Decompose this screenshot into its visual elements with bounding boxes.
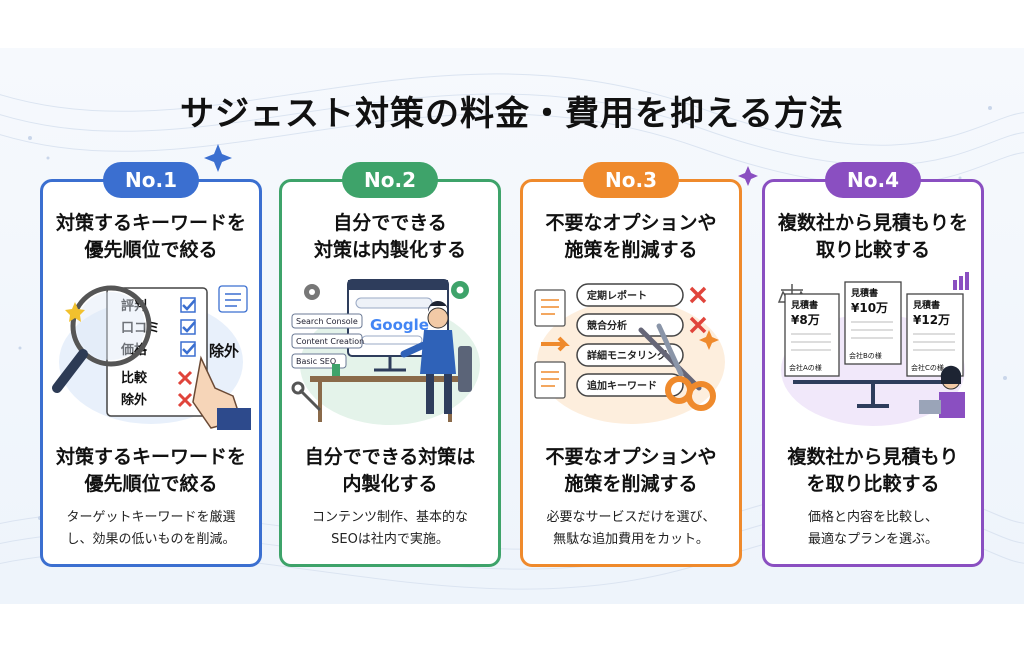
card-title-line: 複数社から見積もりを <box>777 212 968 234</box>
tool-tag: Content Creation <box>296 337 364 346</box>
gear-icon <box>304 284 320 300</box>
desc-line: 最適なプランを選ぶ。 <box>807 532 938 547</box>
subtitle-line: 優先順位で絞る <box>84 473 218 495</box>
tool-tag: Basic SEO <box>296 357 336 366</box>
desc-line: 価格と内容を比較し、 <box>807 510 938 525</box>
quote-head: 見積書 <box>790 299 818 311</box>
desc-line: ターゲットキーワードを厳選 <box>66 510 236 525</box>
quote-sheet-c: 見積書 ¥12万 会社Cの様 <box>906 293 964 377</box>
google-logo: Google <box>370 316 429 334</box>
wrench-icon <box>291 381 322 412</box>
card-description: コンテンツ制作、基本的な SEOは社内で実施。 <box>282 507 498 551</box>
quote-head: 見積書 <box>850 287 878 299</box>
card-subtitle: 不要なオプションや 施策を削減する <box>523 444 739 498</box>
card-3: No.3 不要なオプションや 施策を削減する 定期レポート 競合分析 詳細モニタ… <box>520 162 742 567</box>
desc-line: SEOは社内で実施。 <box>331 532 449 547</box>
document-icon <box>534 289 566 399</box>
card-description: 必要なサービスだけを選び、 無駄な追加費用をカット。 <box>523 507 739 551</box>
card-badge: No.1 <box>103 162 199 198</box>
quote-company: 会社Bの様 <box>849 351 882 360</box>
card-badge: No.2 <box>342 162 438 198</box>
card-description: ターゲットキーワードを厳選 し、効果の低いものを削減。 <box>43 507 259 551</box>
card-subtitle: 自分でできる対策は 内製化する <box>282 444 498 498</box>
item-label: 除外 <box>121 392 147 408</box>
keyword-checklist-illustration: 評判 口コミ 価格 比較 除外 除外 <box>52 285 251 430</box>
card-title-line: 施策を削減する <box>564 239 698 261</box>
page-title: サジェスト対策の料金・費用を抑える方法 <box>180 94 844 134</box>
quote-price: ¥10万 <box>851 301 888 315</box>
desk <box>310 376 460 382</box>
card-title-line: 対策は内製化する <box>313 239 466 261</box>
quote-comparison-illustration: 見積書 ¥8万 会社Aの様 見積書 ¥10万 会社Bの様 見積書 ¥12万 <box>777 272 969 426</box>
subtitle-line: 自分でできる対策は <box>304 446 476 468</box>
card-title-line: 優先順位で絞る <box>84 239 218 261</box>
option-item: 追加キーワード <box>587 379 657 392</box>
chair <box>458 346 472 392</box>
card-title: 不要なオプションや 施策を削減する <box>523 210 739 264</box>
card-title-line: 自分でできる <box>333 212 447 234</box>
cross-icon <box>689 286 707 334</box>
quote-price: ¥8万 <box>791 313 820 327</box>
card-2: No.2 自分でできる 対策は内製化する Google Search Conso… <box>279 162 501 567</box>
quote-price: ¥12万 <box>913 313 950 327</box>
hand-pointer-icon <box>192 355 251 430</box>
card-4: No.4 複数社から見積もりを 取り比較する 見積書 ¥8万 会社Aの様 <box>762 162 984 567</box>
option-item: 定期レポート <box>587 289 647 302</box>
subtitle-line: 複数社から見積もり <box>787 446 959 468</box>
quote-company: 会社Aの様 <box>789 363 822 372</box>
exclude-callout: 除外 <box>209 342 239 360</box>
card-description: 価格と内容を比較し、 最適なプランを選ぶ。 <box>765 507 981 551</box>
card-title-line: 対策するキーワードを <box>55 212 246 234</box>
desc-line: 必要なサービスだけを選び、 <box>546 510 716 525</box>
card-title: 対策するキーワードを 優先順位で絞る <box>43 210 259 264</box>
scale-beam <box>793 380 957 408</box>
bar-chart-icon <box>953 272 969 290</box>
tool-tag: Search Console <box>296 317 358 326</box>
quote-head: 見積書 <box>912 299 940 311</box>
checkbox-icon <box>180 297 196 313</box>
gear-icon <box>451 281 469 299</box>
arrow-icon <box>541 336 570 352</box>
quote-sheet-a: 見積書 ¥8万 会社Aの様 <box>784 293 840 377</box>
subtitle-line: を取り比較する <box>806 473 940 495</box>
laptop-icon <box>919 400 941 414</box>
card-1: No.1 対策するキーワードを 優先順位で絞る 評判 口コミ 価格 比較 除外 <box>40 162 262 567</box>
item-label: 比較 <box>121 370 148 386</box>
checkbox-icon <box>180 341 196 357</box>
card-title: 自分でできる 対策は内製化する <box>282 210 498 264</box>
subtitle-line: 不要なオプションや <box>545 446 717 468</box>
cross-icon <box>177 370 193 408</box>
plant-icon <box>332 364 340 376</box>
magnifier-icon <box>52 285 152 393</box>
option-item: 詳細モニタリング <box>587 349 667 362</box>
desc-line: し、効果の低いものを削減。 <box>66 532 236 547</box>
star-icon <box>65 302 85 322</box>
person-at-desk <box>400 300 472 414</box>
card-badge: No.4 <box>825 162 921 198</box>
card-title-line: 取り比較する <box>815 239 930 261</box>
subtitle-line: 対策するキーワードを <box>55 446 246 468</box>
cut-options-illustration: 定期レポート 競合分析 詳細モニタリング 追加キーワード <box>534 283 725 424</box>
desc-line: コンテンツ制作、基本的な <box>311 510 468 525</box>
sparkle-icon <box>699 330 719 350</box>
quote-company: 会社Cの様 <box>911 363 944 372</box>
card-badge: No.3 <box>583 162 679 198</box>
inhouse-seo-illustration: Google Search Console Content Creation B… <box>291 279 480 425</box>
option-item: 競合分析 <box>587 319 627 332</box>
subtitle-line: 内製化する <box>342 473 438 495</box>
card-title: 複数社から見積もりを 取り比較する <box>765 210 981 264</box>
scissors-icon <box>638 323 716 411</box>
infographic-canvas: サジェスト対策の料金・費用を抑える方法 No.1 対策するキーワードを 優先順位… <box>0 48 1024 604</box>
checkbox-icon <box>180 319 196 335</box>
card-title-line: 不要なオプションや <box>545 212 717 234</box>
person-with-laptop <box>919 365 965 418</box>
desc-line: 無駄な追加費用をカット。 <box>553 532 709 547</box>
card-subtitle: 対策するキーワードを 優先順位で絞る <box>43 444 259 498</box>
quote-sheet-b: 見積書 ¥10万 会社Bの様 <box>844 281 902 365</box>
list-card-icon <box>218 285 248 313</box>
card-subtitle: 複数社から見積もり を取り比較する <box>765 444 981 498</box>
subtitle-line: 施策を削減する <box>564 473 698 495</box>
